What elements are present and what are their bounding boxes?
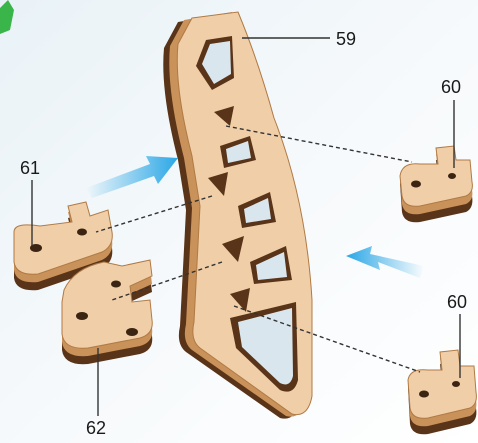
callout-60-bottom: 60 [447,292,467,312]
callout-59: 59 [336,29,356,49]
callout-60-top: 60 [441,77,461,97]
part-62 [62,260,152,364]
callout-62: 62 [86,418,106,438]
callout-61: 61 [20,158,40,178]
